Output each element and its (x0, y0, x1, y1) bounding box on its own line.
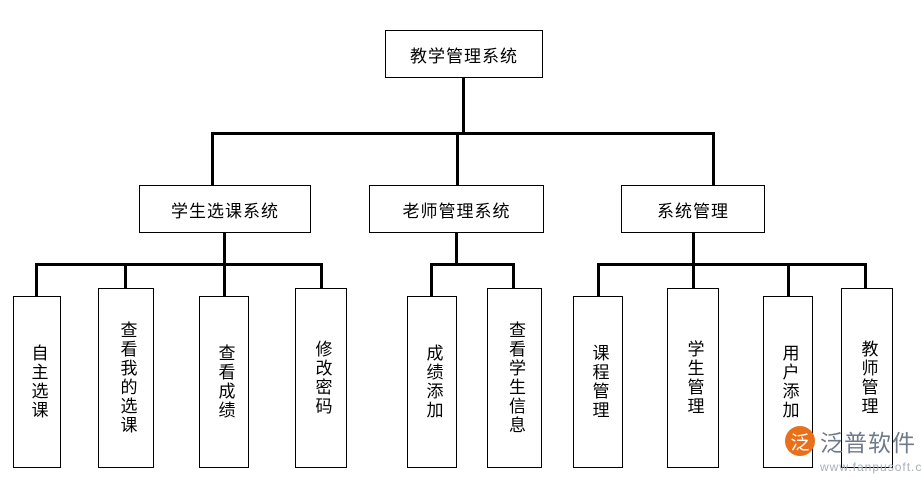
connector-system-drop-1 (597, 263, 600, 297)
connector-system-bus (597, 263, 867, 266)
node-view-student-info-label: 查看学生信息 (505, 321, 525, 435)
connector-level2-drop-2 (456, 132, 459, 185)
node-teacher-management-system-label: 老师管理系统 (402, 201, 511, 221)
connector-root-stem (462, 78, 465, 133)
connector-system-drop-2 (692, 263, 695, 288)
connector-student-drop-1 (35, 263, 38, 297)
node-root[interactable]: 教学管理系统 (385, 30, 543, 78)
node-system-management[interactable]: 系统管理 (621, 185, 765, 233)
node-view-my-courses-label: 查看我的选课 (117, 321, 137, 435)
node-self-select-course[interactable]: 自主选课 (13, 296, 61, 468)
node-teacher-management-label: 教师管理 (858, 340, 878, 416)
node-teacher-management-system[interactable]: 老师管理系统 (369, 185, 544, 233)
node-root-label: 教学管理系统 (410, 46, 518, 66)
connector-system-drop-3 (787, 263, 790, 297)
node-view-my-courses[interactable]: 查看我的选课 (98, 288, 154, 468)
node-view-grades[interactable]: 查看成绩 (199, 296, 249, 468)
connector-level2-bus (211, 132, 715, 135)
node-change-password-label: 修改密码 (312, 340, 332, 416)
node-change-password[interactable]: 修改密码 (295, 288, 347, 468)
node-course-management-label: 课程管理 (589, 344, 609, 420)
connector-system-drop-4 (864, 263, 867, 288)
node-course-management[interactable]: 课程管理 (573, 296, 623, 468)
connector-student-stem (223, 233, 226, 265)
connector-student-bus (35, 263, 323, 266)
connector-teacher-stem (455, 233, 458, 265)
node-self-select-course-label: 自主选课 (28, 344, 48, 420)
node-view-student-info[interactable]: 查看学生信息 (487, 288, 542, 468)
node-student-management[interactable]: 学生管理 (667, 288, 719, 468)
node-user-add-label: 用户添加 (779, 344, 799, 420)
node-add-grade-label: 成绩添加 (423, 344, 443, 420)
connector-level2-drop-1 (211, 132, 214, 185)
connector-teacher-bus (430, 263, 515, 266)
node-user-add[interactable]: 用户添加 (763, 296, 813, 468)
connector-level2-drop-3 (712, 132, 715, 185)
node-system-management-label: 系统管理 (657, 201, 729, 221)
node-student-course-system[interactable]: 学生选课系统 (139, 185, 311, 233)
connector-system-stem (692, 233, 695, 265)
connector-student-drop-3 (223, 263, 226, 297)
node-student-course-system-label: 学生选课系统 (171, 201, 279, 221)
connector-teacher-drop-2 (512, 263, 515, 288)
node-view-grades-label: 查看成绩 (215, 344, 235, 420)
node-teacher-management[interactable]: 教师管理 (841, 288, 893, 468)
connector-teacher-drop-1 (430, 263, 433, 297)
connector-student-drop-4 (320, 263, 323, 288)
connector-student-drop-2 (124, 263, 127, 288)
node-add-grade[interactable]: 成绩添加 (407, 296, 457, 468)
node-student-management-label: 学生管理 (684, 340, 704, 416)
